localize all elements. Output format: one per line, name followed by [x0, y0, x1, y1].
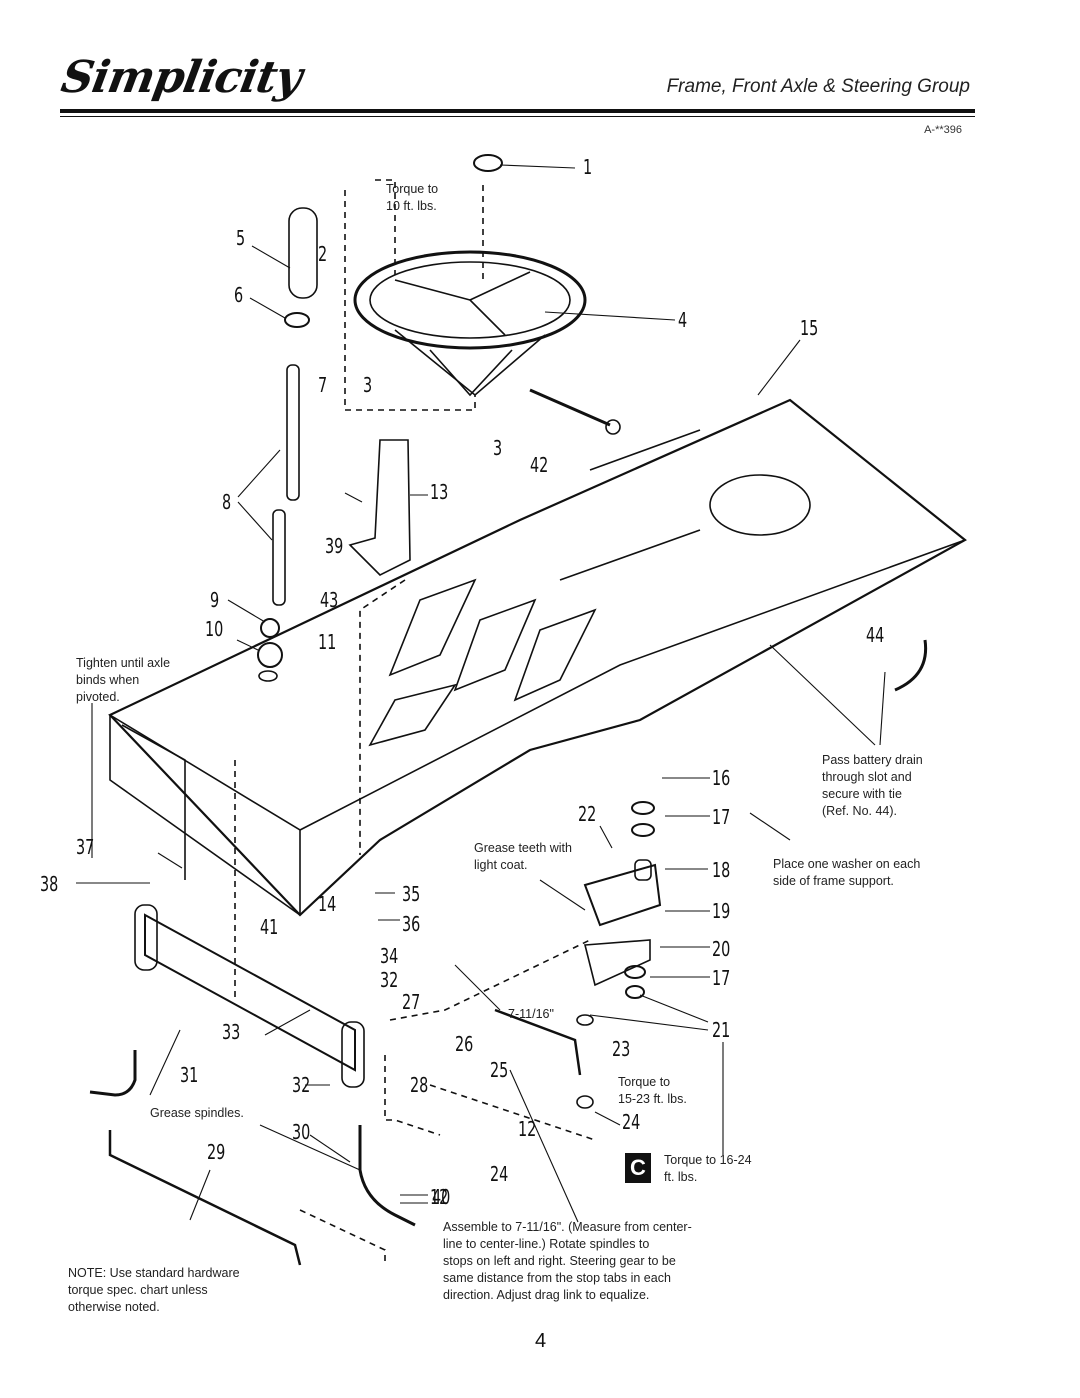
callout-24: 24	[490, 1162, 509, 1186]
callout-42: 42	[530, 453, 549, 477]
steering-bracket	[348, 439, 411, 576]
callout-32: 32	[292, 1073, 311, 1097]
callout-9: 9	[210, 588, 220, 612]
callout-7: 7	[318, 373, 328, 397]
callout-32: 32	[380, 968, 399, 992]
steering-gear	[583, 863, 662, 927]
callout-13: 13	[430, 480, 449, 504]
note-torque-16-24: Torque to 16-24 ft. lbs.	[664, 1153, 752, 1184]
callout-41: 41	[260, 915, 279, 939]
header-rule	[60, 109, 975, 113]
callout-23: 23	[612, 1037, 631, 1061]
drag-link	[494, 1008, 582, 1076]
cable-tie	[894, 639, 928, 692]
note-assembly-instructions: Assemble to 7-11/16". (Measure from cent…	[443, 1220, 692, 1302]
callout-22: 22	[578, 802, 597, 826]
callout-39: 39	[325, 534, 344, 558]
callout-8: 8	[222, 490, 232, 514]
front-axle	[134, 904, 365, 1088]
callout-20: 20	[712, 937, 731, 961]
callout-10: 10	[205, 617, 224, 641]
note-battery-drain: Pass battery drain through slot and secu…	[822, 753, 923, 818]
drawing-reference: A-**396	[924, 124, 962, 136]
steering-wheel	[353, 250, 587, 397]
callout-38: 38	[40, 872, 59, 896]
callout-12: 12	[430, 1185, 449, 1209]
section-badge: C	[625, 1153, 651, 1183]
spindle-left	[89, 1050, 137, 1097]
callout-16: 16	[712, 766, 731, 790]
tractor-frame	[108, 398, 967, 917]
callout-36: 36	[402, 912, 421, 936]
callout-44: 44	[866, 623, 885, 647]
callout-5: 5	[236, 226, 246, 250]
callout-17: 17	[712, 966, 731, 990]
callout-12: 12	[518, 1117, 537, 1141]
spindle-right	[358, 1125, 416, 1227]
bolt	[529, 388, 611, 427]
note-washer: Place one washer on each side of frame s…	[773, 857, 921, 888]
note-grease-spindles: Grease spindles.	[150, 1106, 244, 1120]
note-grease-teeth: Grease teeth with light coat.	[474, 841, 572, 872]
shaft-sleeve	[288, 207, 318, 299]
callout-24: 24	[622, 1110, 641, 1134]
note-tighten-axle: Tighten until axle binds when pivoted.	[76, 656, 171, 704]
note-dimension: 7-11/16"	[508, 1007, 554, 1021]
callout-1: 1	[583, 155, 593, 179]
callout-34: 34	[380, 944, 399, 968]
callout-25: 25	[490, 1058, 509, 1082]
steering-shaft-upper	[286, 364, 300, 501]
callout-27: 27	[402, 990, 421, 1014]
callout-3: 3	[493, 436, 503, 460]
callout-14: 14	[318, 892, 337, 916]
callout-28: 28	[410, 1073, 429, 1097]
header-rule-thin	[60, 116, 975, 117]
callout-30: 30	[292, 1120, 311, 1144]
note-hardware: NOTE: Use standard hardware torque spec.…	[68, 1266, 240, 1314]
callout-3: 3	[363, 373, 373, 397]
page-title: Frame, Front Axle & Steering Group	[666, 76, 970, 97]
callout-31: 31	[180, 1063, 199, 1087]
page-number: 4	[535, 1330, 547, 1352]
callout-18: 18	[712, 858, 731, 882]
washer	[258, 670, 278, 682]
pinion-bushing	[260, 618, 280, 638]
callout-43: 43	[320, 588, 339, 612]
callout-40: 40	[432, 1185, 451, 1209]
gear-bracket	[583, 939, 651, 987]
callout-33: 33	[222, 1020, 241, 1044]
callout-29: 29	[207, 1140, 226, 1164]
callout-37: 37	[76, 835, 95, 859]
note-torque-15-23: Torque to 15-23 ft. lbs.	[618, 1075, 687, 1106]
callout-19: 19	[712, 899, 731, 923]
callout-35: 35	[402, 882, 421, 906]
tie-rod	[108, 1130, 302, 1266]
callout-2: 2	[318, 242, 328, 266]
steering-shaft-lower	[272, 509, 286, 606]
pinion-gear	[257, 642, 283, 668]
callout-26: 26	[455, 1032, 474, 1056]
steering-cap	[473, 154, 503, 172]
bearing	[284, 312, 310, 328]
callout-21: 21	[712, 1018, 731, 1042]
note-torque-wheel: Torque to 10 ft. lbs.	[386, 182, 439, 213]
callout-6: 6	[234, 283, 244, 307]
callout-15: 15	[800, 316, 819, 340]
callout-4: 4	[678, 308, 688, 332]
callout-17: 17	[712, 805, 731, 829]
callout-11: 11	[318, 630, 337, 654]
